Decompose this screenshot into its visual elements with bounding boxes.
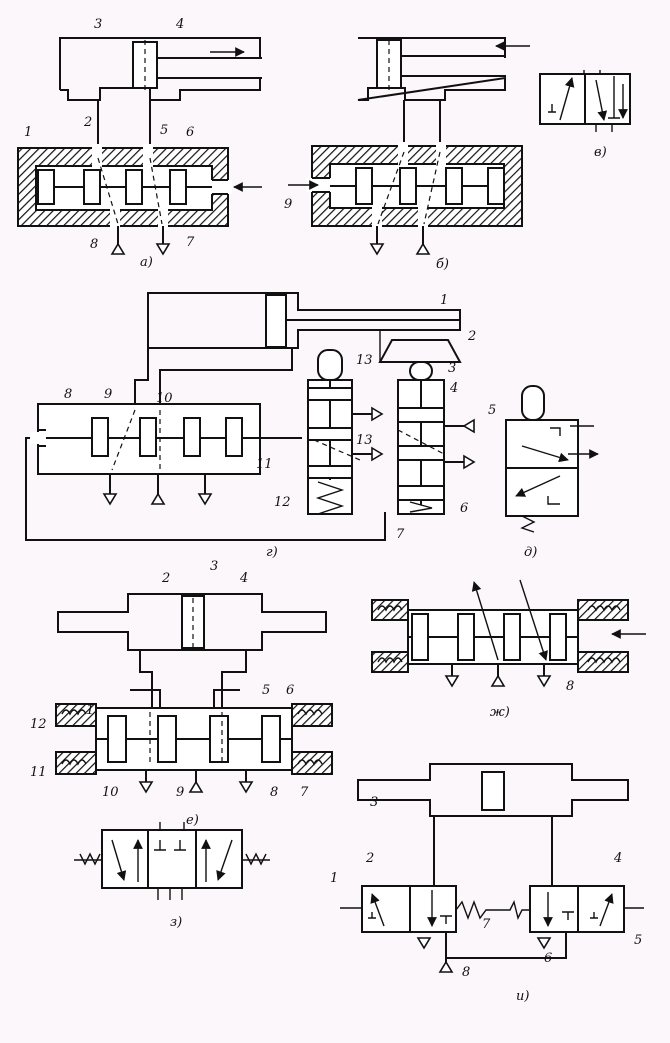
label-i-7: 7 — [482, 917, 491, 932]
figure-d — [505, 385, 599, 533]
label-g-8: 8 — [64, 387, 72, 402]
label-i-1: 1 — [330, 871, 338, 886]
label-g-13-top: 13 — [356, 353, 373, 368]
label-i-6: 6 — [544, 951, 552, 966]
label-a-8: 8 — [90, 237, 98, 252]
label-g-2: 2 — [467, 329, 476, 344]
cylinder-i-body — [357, 763, 629, 817]
figure-v — [539, 70, 631, 132]
label-e-7: 7 — [300, 785, 309, 800]
figure-e — [55, 593, 333, 794]
label-g-9: 9 — [104, 387, 112, 402]
label-g-13-mid: 13 — [356, 433, 373, 448]
label-e-10: 10 — [102, 785, 119, 800]
figure-v-labels: в) — [594, 145, 607, 160]
label-g-6: 6 — [460, 501, 468, 516]
figure-z — [74, 822, 270, 900]
figure-b-labels: 9 б) — [284, 197, 449, 272]
label-e-8: 8 — [270, 785, 278, 800]
figure-zh-labels: 8 ж) — [490, 679, 574, 720]
figure-g-labels: 1 2 3 4 5 6 7 8 9 10 11 12 13 13 г) — [64, 293, 496, 560]
label-g-3: 3 — [448, 361, 456, 376]
label-e-3: 3 — [210, 559, 218, 574]
figure-e-labels: 2 3 4 1 5 6 12 11 10 9 8 7 е) — [30, 559, 309, 828]
caption-e: е) — [186, 813, 199, 828]
figure-zh — [371, 579, 646, 688]
label-g-4: 4 — [449, 381, 458, 396]
label-e-12: 12 — [30, 717, 47, 732]
label-g-5: 5 — [488, 403, 496, 418]
label-a-6: 6 — [186, 125, 194, 140]
figure-b — [288, 37, 530, 256]
caption-g: г) — [266, 545, 278, 560]
label-e-5: 5 — [262, 683, 270, 698]
label-i-4: 4 — [613, 851, 622, 866]
label-e-9: 9 — [176, 785, 184, 800]
cylinder-g-body — [147, 292, 461, 349]
figure-i-labels: 3 1 2 4 7 5 6 8 и) — [330, 795, 642, 1004]
label-g-1: 1 — [440, 293, 448, 308]
label-b-9: 9 — [284, 197, 292, 212]
caption-i: и) — [516, 989, 529, 1004]
label-i-5: 5 — [634, 933, 642, 948]
label-a-7: 7 — [186, 235, 195, 250]
label-g-12: 12 — [274, 495, 291, 510]
figure-i — [340, 763, 644, 973]
figure-a-labels: 3 4 2 5 1 6 7 8 а) — [24, 17, 195, 270]
label-a-5: 5 — [160, 123, 168, 138]
label-a-1: 1 — [24, 125, 32, 140]
figure-z-labels: з) — [170, 915, 182, 930]
figure-g — [25, 292, 476, 541]
caption-a: а) — [140, 255, 153, 270]
caption-d: д) — [524, 545, 537, 560]
label-g-11: 11 — [256, 457, 273, 472]
valve-z-symbol — [101, 829, 243, 889]
label-e-1: 1 — [86, 703, 94, 718]
label-e-6: 6 — [286, 683, 294, 698]
label-a-2: 2 — [83, 115, 92, 130]
label-i-2: 2 — [365, 851, 374, 866]
label-g-7: 7 — [396, 527, 405, 542]
label-i-3: 3 — [370, 795, 378, 810]
cylinder-e-body — [57, 593, 327, 651]
caption-v: в) — [594, 145, 607, 160]
label-g-10: 10 — [156, 391, 173, 406]
caption-zh: ж) — [490, 705, 510, 720]
label-e-4: 4 — [239, 571, 248, 586]
label-a-3: 3 — [94, 17, 102, 32]
label-zh-8: 8 — [566, 679, 574, 694]
caption-z: з) — [170, 915, 182, 930]
cylinder-a-body — [59, 37, 261, 90]
label-a-4: 4 — [175, 17, 184, 32]
label-e-2: 2 — [161, 571, 170, 586]
cylinder-a-piston — [132, 41, 158, 89]
caption-b: б) — [436, 257, 449, 272]
label-e-11: 11 — [30, 765, 47, 780]
figure-d-labels: д) — [524, 545, 537, 560]
figure-a — [17, 37, 262, 256]
label-i-8: 8 — [462, 965, 470, 980]
